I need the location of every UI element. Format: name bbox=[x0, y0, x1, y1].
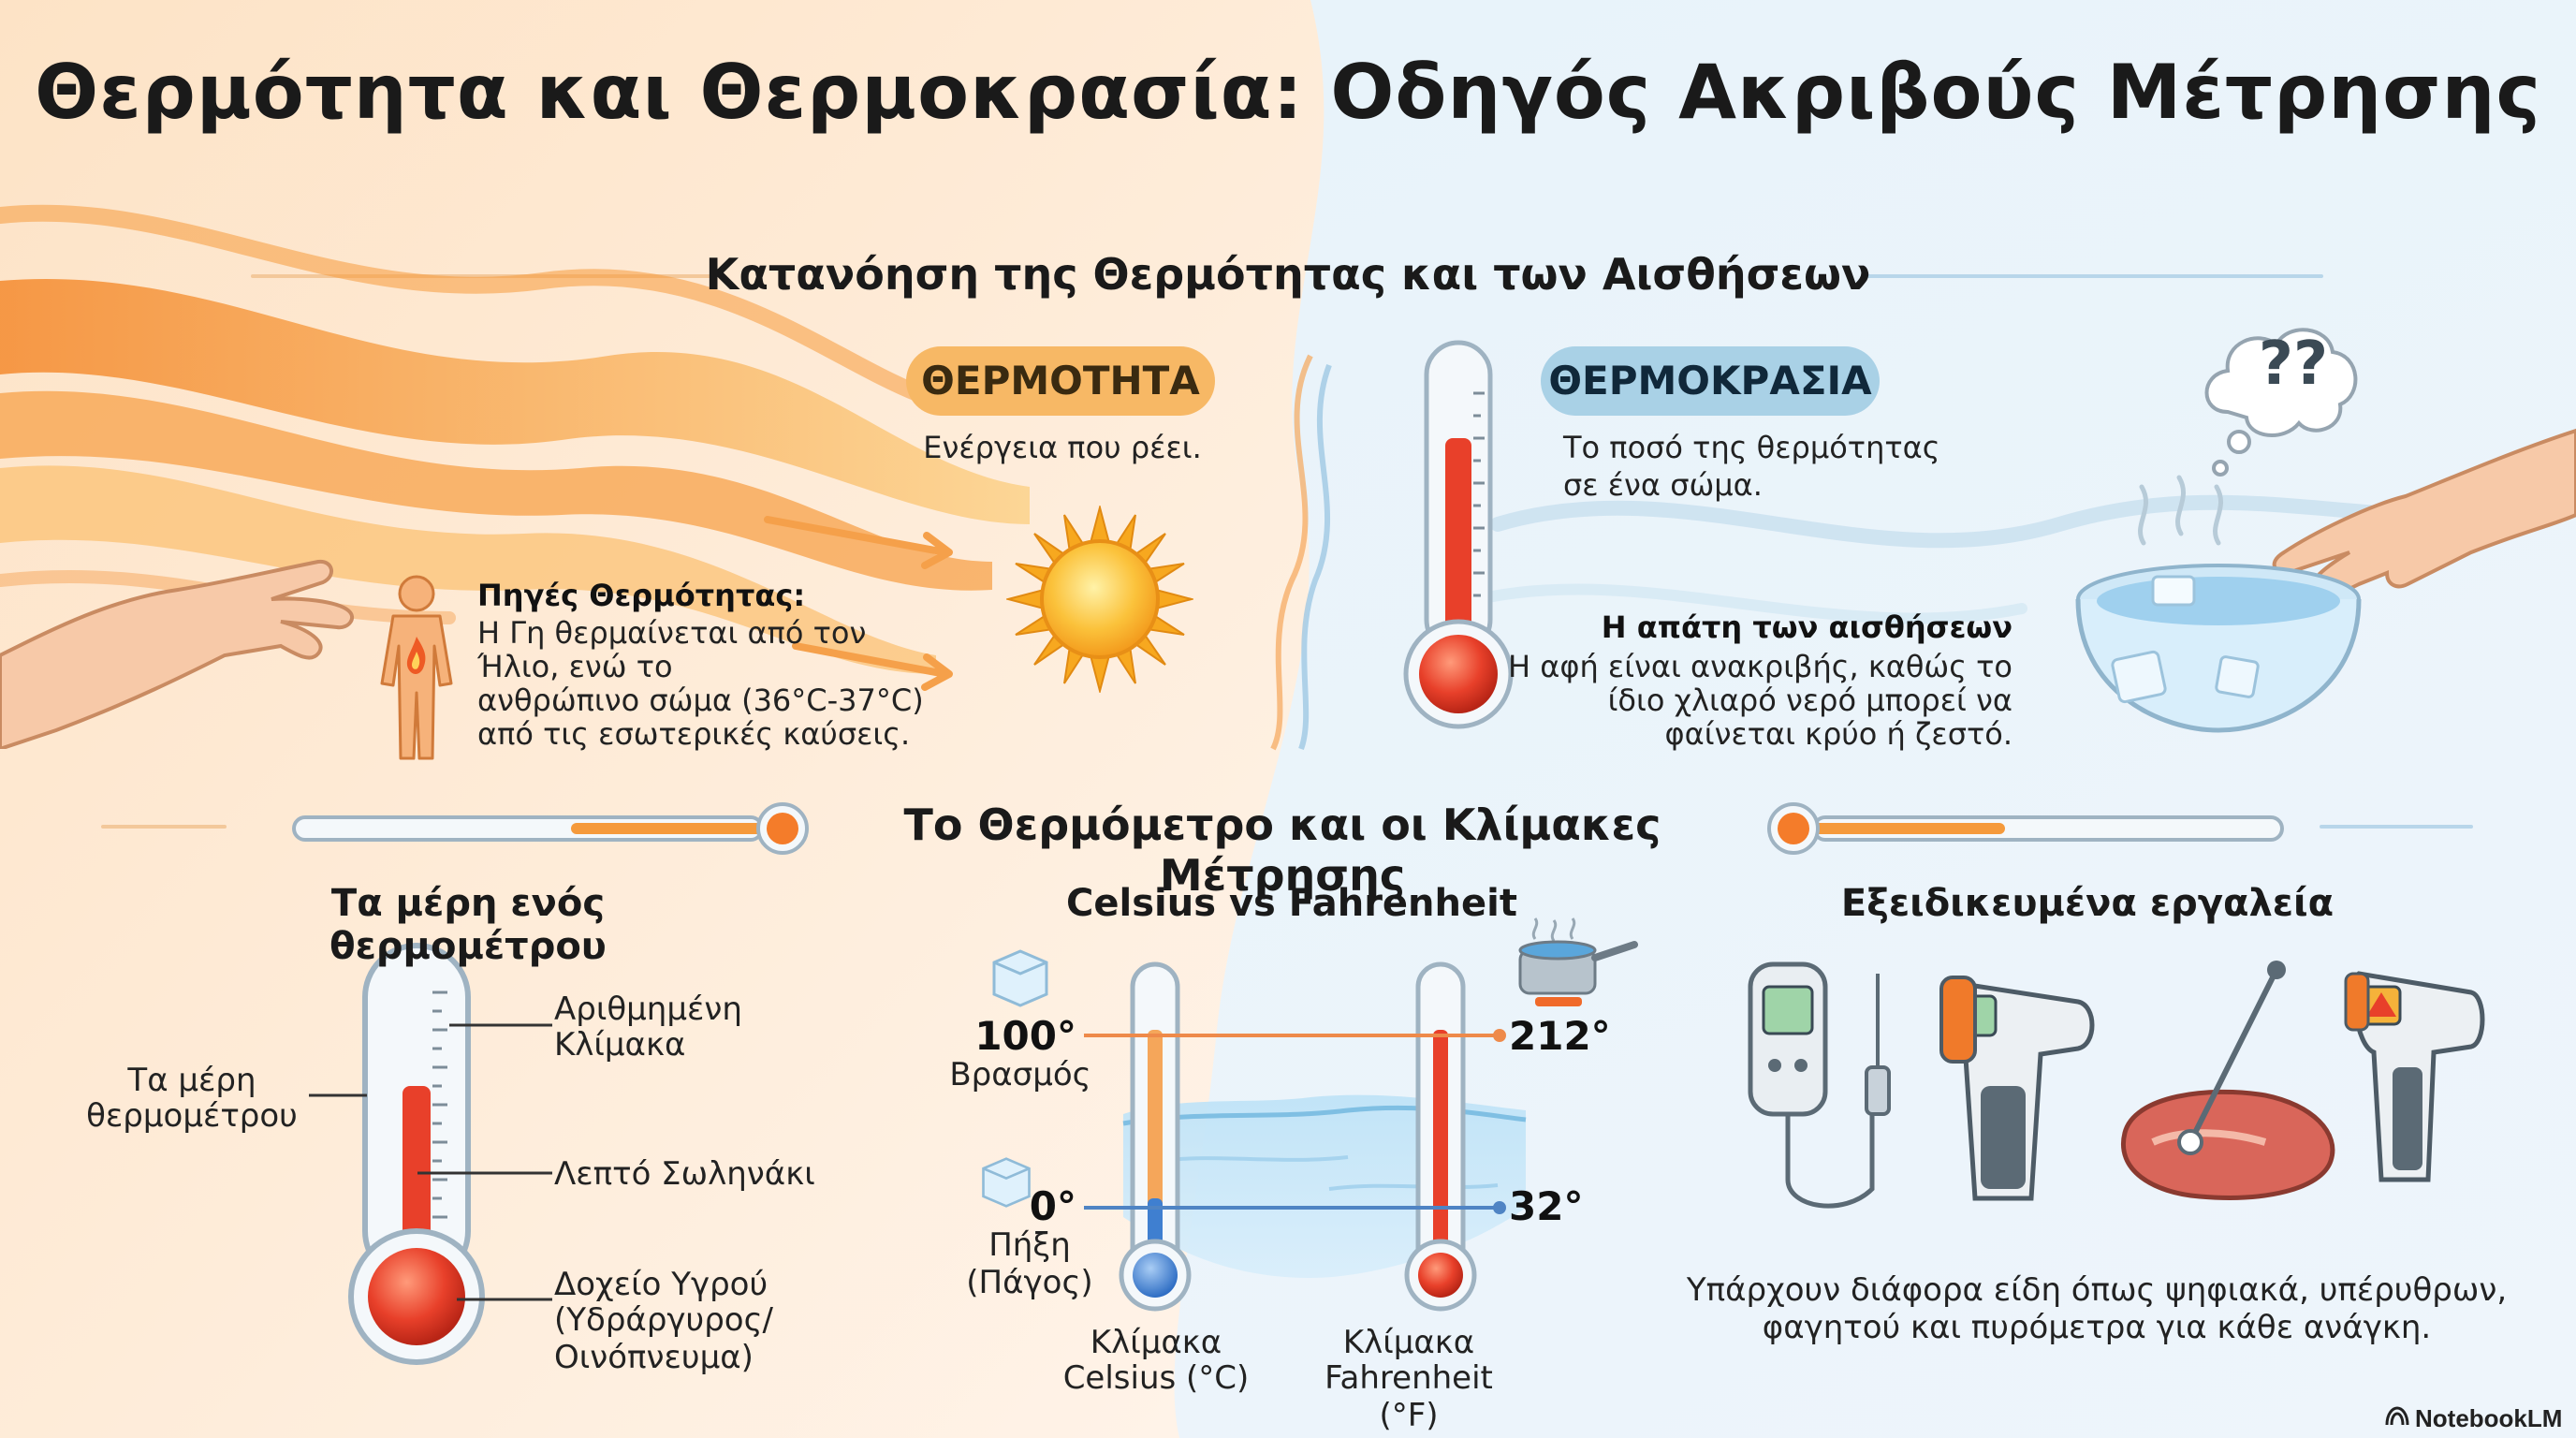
tools-description-line-1: Υπάρχουν διάφορα είδη όπως ψηφιακά, υπέρ… bbox=[1686, 1271, 2508, 1309]
temperature-description-line-1: Το ποσό της θερμότητας bbox=[1563, 430, 1940, 465]
heat-sources-line-1: Η Γη θερμαίνεται από τον bbox=[477, 615, 867, 651]
heat-sources-line-4: από τις εσωτερικές καύσεις. bbox=[477, 716, 911, 752]
tools-description-line-2: φαγητού και πυρόμετρα για κάθε ανάγκη. bbox=[1762, 1309, 2432, 1346]
parts-thermometer-diagram bbox=[309, 943, 552, 1365]
section-heat-senses-title: Κατανόηση της Θερμότητας και των Αισθήσε… bbox=[705, 249, 1871, 300]
celsius-scale-label-2: Celsius (°C) bbox=[1062, 1359, 1250, 1397]
fahrenheit-scale-label-2: Fahrenheit (°F) bbox=[1325, 1359, 1493, 1434]
infrared-gun-icon bbox=[1939, 976, 2095, 1201]
section-thermometer-scales-title: Το Θερμόμετρο και οι Κλίμακες Μέτρησης bbox=[903, 800, 1661, 901]
senses-illusion-line-1: Η αφή είναι ανακριβής, καθώς το bbox=[1508, 649, 2012, 684]
senses-illusion-title: Η απάτη των αισθήσεων bbox=[1601, 609, 2012, 645]
water-bowl-icon bbox=[2075, 428, 2576, 733]
meat-probe-icon bbox=[2121, 961, 2335, 1200]
temperature-pill: ΘΕΡΜΟΚΡΑΣΙΑ bbox=[1541, 346, 1880, 416]
celsius-boiling-value: 100° bbox=[974, 1013, 1076, 1059]
notebooklm-logo-icon bbox=[2385, 1406, 2409, 1426]
label-numbered-scale-1: Αριθμημένη bbox=[554, 990, 742, 1028]
heat-description: Ενέργεια που ρέει. bbox=[923, 430, 1202, 465]
thermometer-icon bbox=[1403, 340, 1514, 729]
heat-sources-line-3: ανθρώπινο σώμα (36°C-37°C) bbox=[477, 682, 924, 718]
senses-illusion-line-2: ίδιο χλιαρό νερό μπορεί να bbox=[1607, 682, 2012, 718]
celsius-freezing-value: 0° bbox=[1029, 1183, 1076, 1229]
thermometer-parts-title: Τα μέρη ενός θερμομέτρου bbox=[329, 882, 607, 968]
label-thermometer-parts-2: θερμομέτρου bbox=[86, 1097, 298, 1135]
divider-thermometer-left bbox=[292, 802, 809, 855]
label-thin-tube: Λεπτό Σωληνάκι bbox=[554, 1155, 815, 1193]
senses-illusion-line-3: φαίνεται κρύο ή ζεστό. bbox=[1664, 716, 2012, 752]
thought-question-marks: ?? bbox=[2258, 330, 2329, 399]
page-title: Θερμότητα και Θερμοκρασία: Οδηγός Ακριβο… bbox=[35, 49, 2541, 136]
label-thermometer-parts-1: Τα μέρη bbox=[127, 1062, 256, 1099]
fahrenheit-boiling-value: 212° bbox=[1509, 1013, 1611, 1059]
celsius-scale-label-1: Κλίμακα bbox=[1090, 1324, 1222, 1361]
celsius-fahrenheit-diagram bbox=[1084, 961, 1527, 1312]
boiling-pot-icon bbox=[1518, 917, 1638, 1006]
brand-label: NotebookLM bbox=[2415, 1404, 2563, 1432]
label-numbered-scale-2: Κλίμακα bbox=[554, 1026, 686, 1064]
heat-sources-line-2: Ήλιο, ενώ το bbox=[477, 649, 673, 684]
heat-sources-title: Πηγές Θερμότητας: bbox=[477, 578, 806, 613]
sun-icon bbox=[1006, 506, 1193, 693]
tools-illustrations bbox=[1748, 961, 2485, 1209]
freezing-label-2: (Πάγος) bbox=[966, 1264, 1093, 1301]
temperature-description-line-2: σε ένα σώμα. bbox=[1563, 467, 1763, 503]
ice-cube-icon bbox=[982, 1157, 1031, 1208]
hand-icon bbox=[0, 559, 355, 749]
specialized-tools-title: Εξειδικευμένα εργαλεία bbox=[1840, 882, 2334, 925]
human-body-icon bbox=[380, 575, 453, 760]
divider-thermometer-right bbox=[1767, 802, 2284, 855]
thought-bubble-icon bbox=[2204, 328, 2358, 477]
heat-pill: ΘΕΡΜΟΤΗΤΑ bbox=[906, 346, 1215, 416]
pyrometer-icon bbox=[2344, 971, 2485, 1182]
boiling-label: Βρασμός bbox=[949, 1056, 1091, 1093]
label-liquid-bulb-2: (Υδράργυρος/Οινόπνευμα) bbox=[554, 1301, 773, 1376]
label-liquid-bulb-1: Δοχείο Υγρού bbox=[554, 1266, 768, 1303]
celsius-fahrenheit-title: Celsius vs Fahrenheit bbox=[1066, 882, 1517, 925]
digital-thermometer-icon bbox=[1748, 961, 1891, 1209]
fahrenheit-freezing-value: 32° bbox=[1509, 1183, 1584, 1229]
ice-cube-icon bbox=[992, 949, 1048, 1007]
fahrenheit-scale-label-1: Κλίμακα bbox=[1342, 1324, 1475, 1361]
freezing-label-1: Πήξη bbox=[988, 1226, 1071, 1264]
